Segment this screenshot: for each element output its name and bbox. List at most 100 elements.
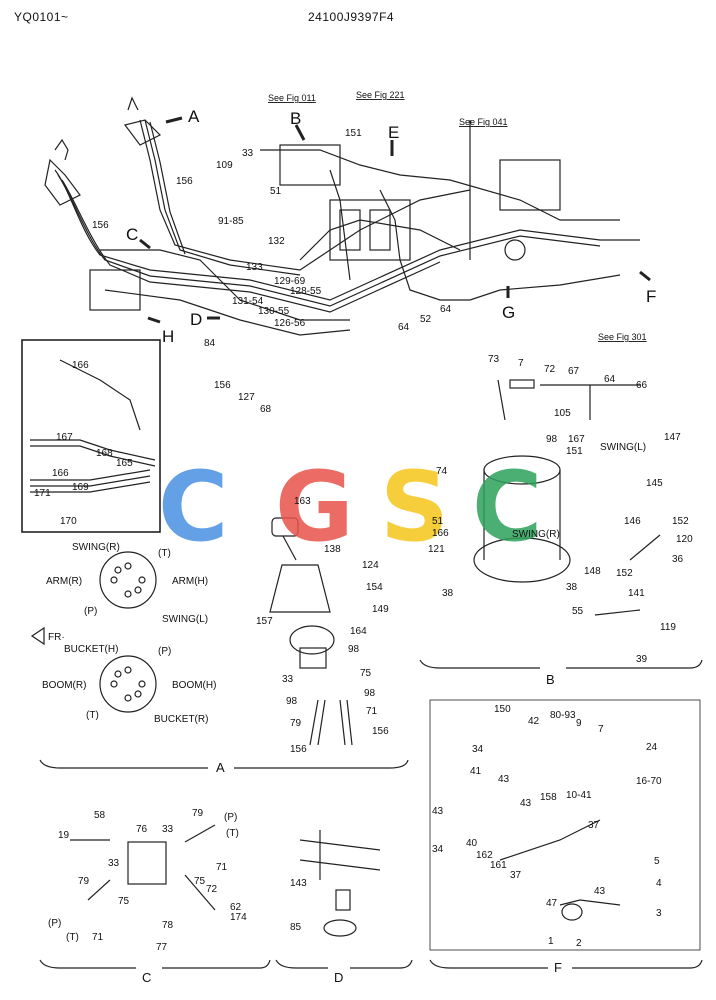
callout-main: 131-54 xyxy=(232,296,264,307)
callout-b: 148 xyxy=(584,566,601,577)
panel-a-callouts: 163 138 124 154 149 157 164 33 98 75 98 … xyxy=(256,496,389,755)
callout-main: 91-85 xyxy=(218,216,244,227)
view-letter-b: B xyxy=(290,109,301,128)
callout-c: 75 xyxy=(194,876,206,887)
port-arm-r: ARM(R) xyxy=(46,576,82,587)
callout-c: 33 xyxy=(162,824,174,835)
section-label-a: A xyxy=(216,760,225,775)
callout-f: 43 xyxy=(432,806,444,817)
section-label-d: D xyxy=(334,970,343,985)
inset-callouts: 166 167 168 165 166 169 171 170 xyxy=(34,360,133,527)
panel-d-callouts: 143 85 xyxy=(290,878,307,933)
port-t-lower: (T) xyxy=(86,710,99,721)
callout-c: 78 xyxy=(162,920,174,931)
port-c-p1: (P) xyxy=(224,812,237,823)
callout-main: 156 xyxy=(214,380,231,391)
callout-f: 10-41 xyxy=(566,790,592,801)
watermark-letter-2: G xyxy=(275,451,354,563)
callout-main: 130-55 xyxy=(258,306,290,317)
callout-a: 163 xyxy=(294,496,311,507)
panel-b-callouts: 73 7 72 67 64 66 105 98 167 151 74 51 16… xyxy=(428,354,693,665)
callout-f: 43 xyxy=(594,886,606,897)
callout-d: 143 xyxy=(290,878,307,889)
callout-a: 124 xyxy=(362,560,379,571)
callout-main: 68 xyxy=(260,404,272,415)
callout-b: 64 xyxy=(604,374,616,385)
callout-f: 1 xyxy=(548,936,554,947)
callout-main: 33 xyxy=(242,148,254,159)
callout-b: 39 xyxy=(636,654,648,665)
callout-f: 162 xyxy=(476,850,493,861)
callout-a: 98 xyxy=(348,644,360,655)
panel-c-callouts: 58 19 33 79 75 71 76 33 75 72 78 77 79 7… xyxy=(58,808,247,953)
callout-f: 16-70 xyxy=(636,776,662,787)
callout-b: 67 xyxy=(568,366,580,377)
callout-b: 7 xyxy=(518,358,524,369)
callout-b: 74 xyxy=(436,466,448,477)
callout-main: 109 xyxy=(216,160,233,171)
callout-b: 105 xyxy=(554,408,571,419)
callout-a: 75 xyxy=(360,668,372,679)
callout-f: 34 xyxy=(432,844,444,855)
callout-f: 34 xyxy=(472,744,484,755)
section-label-f: F xyxy=(554,960,562,975)
port-t-upper: (T) xyxy=(158,548,171,559)
view-letter-e: E xyxy=(388,123,399,142)
callout-a: 154 xyxy=(366,582,383,593)
header-part-number: 24100J9397F4 xyxy=(308,10,395,24)
callout-f: 47 xyxy=(546,898,558,909)
callout-c: 76 xyxy=(136,824,148,835)
callout-f: 7 xyxy=(598,724,604,735)
callout-c: 79 xyxy=(192,808,204,819)
port-p-upper: (P) xyxy=(84,606,97,617)
callout-f: 37 xyxy=(510,870,522,881)
callout-b: 147 xyxy=(664,432,681,443)
callout-f: 37 xyxy=(588,820,600,831)
callout-main: 132 xyxy=(268,236,285,247)
callout-b: 145 xyxy=(646,478,663,489)
callout-f: 161 xyxy=(490,860,507,871)
callout-c: 75 xyxy=(118,896,130,907)
callout-b: 55 xyxy=(572,606,584,617)
callout-b: 119 xyxy=(660,622,676,633)
callout-f: 43 xyxy=(498,774,510,785)
callout-b: 38 xyxy=(566,582,578,593)
callout-inset: 169 xyxy=(72,482,89,493)
port-c-t2: (T) xyxy=(66,932,79,943)
view-letter-a: A xyxy=(188,107,200,126)
callout-a: 98 xyxy=(364,688,376,699)
callout-inset: 171 xyxy=(34,488,51,499)
callout-a: 157 xyxy=(256,616,273,627)
callout-b: 166 xyxy=(432,528,449,539)
callout-a: 164 xyxy=(350,626,367,637)
callout-b: 151 xyxy=(566,446,583,457)
callout-a: 149 xyxy=(372,604,389,615)
callout-main: 51 xyxy=(270,186,282,197)
callout-c: 77 xyxy=(156,942,168,953)
watermark-letter-4: C xyxy=(472,451,542,563)
callout-main: 129-69 xyxy=(274,276,306,287)
callout-b: 120 xyxy=(676,534,693,545)
callout-f: 42 xyxy=(528,716,540,727)
callout-inset: 167 xyxy=(56,432,73,443)
ref-fig-221: See Fig 221 xyxy=(356,90,405,100)
callout-b: 36 xyxy=(672,554,684,565)
callout-c: 71 xyxy=(216,862,228,873)
callout-f: 2 xyxy=(576,938,582,949)
callout-b: 51 xyxy=(432,516,444,527)
callout-main: 151 xyxy=(345,128,362,139)
callout-a: 156 xyxy=(290,744,307,755)
callout-main: 84 xyxy=(204,338,216,349)
callout-b: 38 xyxy=(442,588,454,599)
callout-f: 9 xyxy=(576,718,582,729)
callout-f: 40 xyxy=(466,838,478,849)
callout-f: 3 xyxy=(656,908,662,919)
ref-fig-011: See Fig 011 xyxy=(268,93,316,103)
port-boom-h: BOOM(H) xyxy=(172,680,216,691)
port-swing-l-b: SWING(L) xyxy=(600,442,646,453)
callout-c: 58 xyxy=(94,810,106,821)
view-letter-c: C xyxy=(126,225,138,244)
port-swing-r-b: SWING(R) xyxy=(512,529,560,540)
ref-fig-041: See Fig 041 xyxy=(459,117,508,127)
callout-d: 85 xyxy=(290,922,302,933)
